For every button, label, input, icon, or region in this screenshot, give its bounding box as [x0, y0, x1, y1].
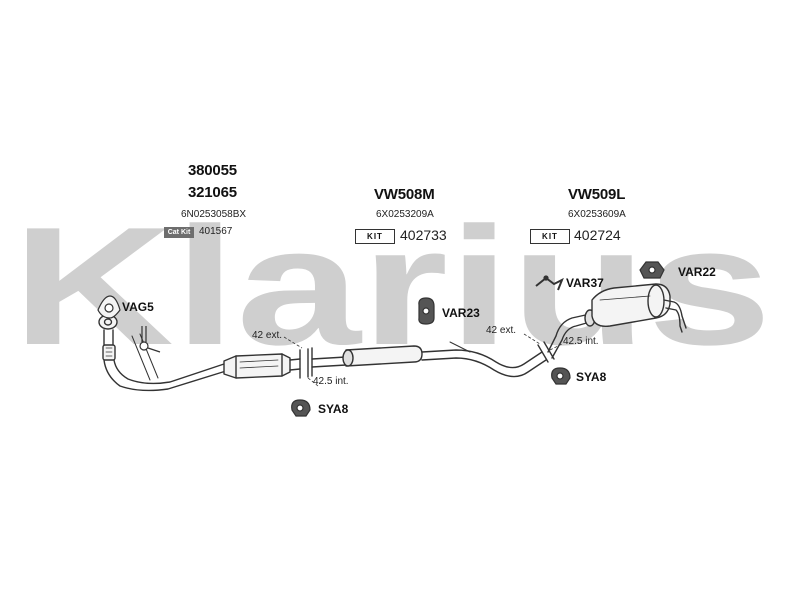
- dimension-right-ext: 42 ext.: [486, 325, 517, 336]
- left-joint: [299, 347, 347, 379]
- fitting-label-vag5: VAG5: [122, 300, 154, 314]
- clamp-icon-left: [291, 399, 311, 417]
- kit-badge-rear: KIT: [530, 229, 570, 244]
- kit-label-rear: KIT: [542, 232, 558, 241]
- kit-number-rear: 402724: [574, 227, 621, 243]
- clamp-icon-right: [551, 367, 571, 385]
- catalytic-converter: [223, 353, 301, 379]
- part-number-380055: 380055: [188, 162, 237, 179]
- fitting-label-var22: VAR22: [678, 265, 716, 279]
- dimension-leaders: [283, 333, 563, 387]
- center-silencer: [342, 341, 547, 378]
- rubber-hanger-icon: [418, 297, 435, 325]
- rubber-mount-icon: [639, 261, 665, 279]
- bracket-icon: [535, 275, 564, 291]
- oem-number-center: 6X0253209A: [376, 209, 434, 220]
- fitting-label-var37: VAR37: [566, 276, 604, 290]
- fitting-label-sya8-left: SYA8: [318, 402, 349, 416]
- part-number-vw509l: VW509L: [568, 186, 626, 203]
- dimension-left-int: 42.5 int.: [313, 376, 349, 387]
- kit-label-center: KIT: [367, 232, 383, 241]
- cat-kit-badge: Cat Kit: [164, 227, 194, 238]
- cat-kit-number: 401567: [199, 226, 233, 237]
- front-pipe: [98, 314, 227, 392]
- dimension-left-ext: 42 ext.: [252, 330, 283, 341]
- gasket-icon: [97, 295, 121, 319]
- fitting-label-var23: VAR23: [442, 306, 480, 320]
- dimension-right-int: 42.5 int.: [563, 336, 599, 347]
- oem-number-front: 6N0253058BX: [181, 209, 247, 220]
- cat-kit-label: Cat Kit: [167, 229, 191, 236]
- fitting-label-sya8-right: SYA8: [576, 370, 607, 384]
- part-number-321065: 321065: [188, 184, 237, 201]
- kit-badge-center: KIT: [355, 229, 395, 244]
- part-number-vw508m: VW508M: [374, 186, 435, 203]
- oem-number-rear: 6X0253609A: [568, 209, 626, 220]
- kit-number-center: 402733: [400, 227, 447, 243]
- clamp-spring-icon: [139, 326, 161, 353]
- rear-silencer: [547, 283, 687, 359]
